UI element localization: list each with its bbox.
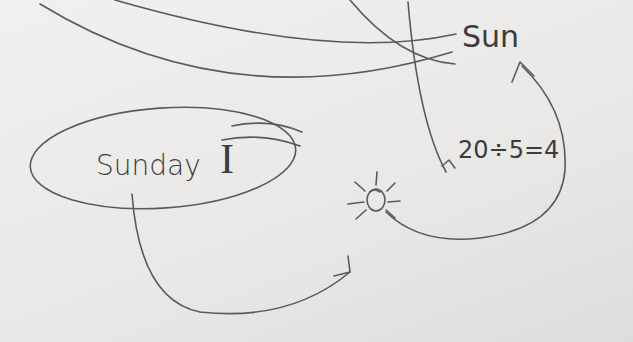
top-arc — [115, 0, 456, 43]
curved-arrow — [132, 194, 350, 314]
arrow-head — [512, 62, 534, 82]
ellipse-node: Sunday I — [30, 108, 296, 208]
handwritten-label: Sun — [462, 22, 519, 52]
top-arc — [350, 0, 455, 64]
top-arc — [40, 4, 452, 77]
node-text: I — [220, 138, 234, 180]
arrow-head — [442, 160, 455, 168]
scribble-stroke — [232, 123, 302, 132]
sun-sketch — [348, 172, 400, 219]
handwritten-label: 20÷5=4 — [458, 138, 559, 162]
curved-arrow — [386, 66, 565, 239]
node-text: Sunday — [96, 152, 201, 180]
ellipse-outline — [27, 99, 299, 217]
arrow-head — [334, 256, 350, 276]
leader-line — [408, 2, 446, 172]
